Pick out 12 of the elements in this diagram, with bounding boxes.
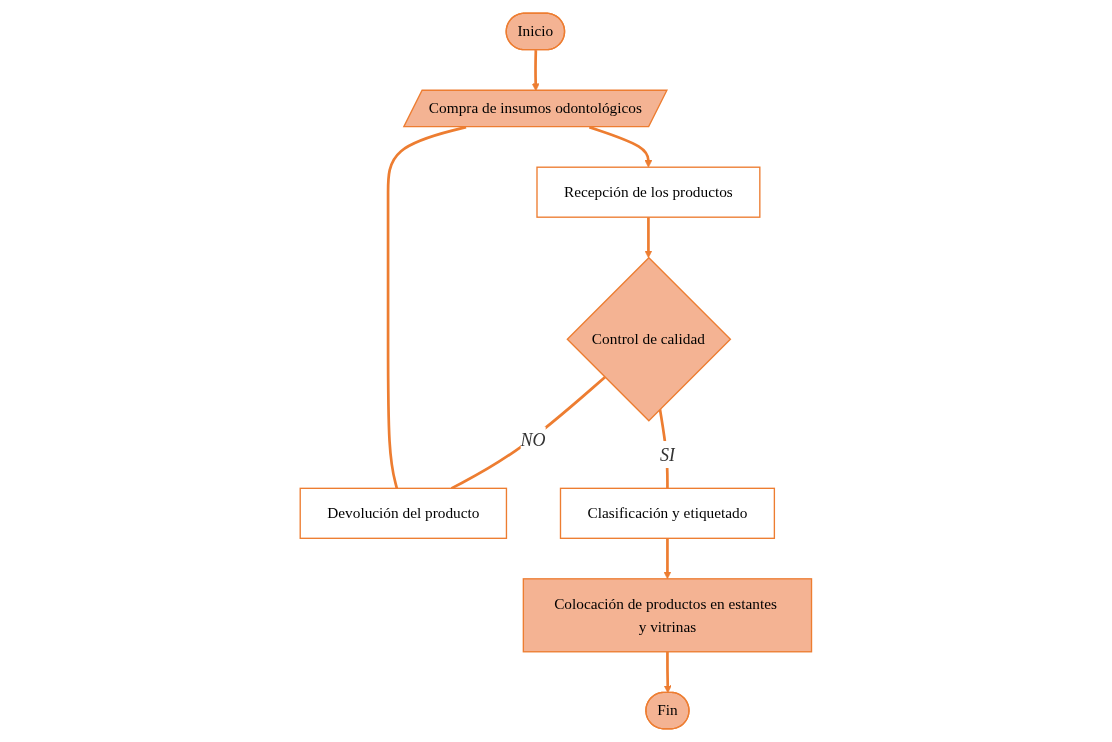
edge-label: SI: [660, 444, 676, 465]
arrow: [644, 217, 653, 259]
node-box: Devolución del producto: [299, 487, 508, 539]
arrow: [663, 651, 672, 694]
node-diamond: Control de calidad: [566, 256, 732, 422]
edge-label: NO: [520, 430, 546, 450]
arrow: [531, 50, 540, 91]
node-box: Clasificación y etiquetado: [559, 487, 776, 539]
node-box: Colocación de productos en estantes y vitrinas: [522, 578, 813, 653]
connector: [450, 376, 606, 490]
node-box: Recepción de los productos: [536, 166, 761, 218]
arrow: [663, 538, 672, 580]
